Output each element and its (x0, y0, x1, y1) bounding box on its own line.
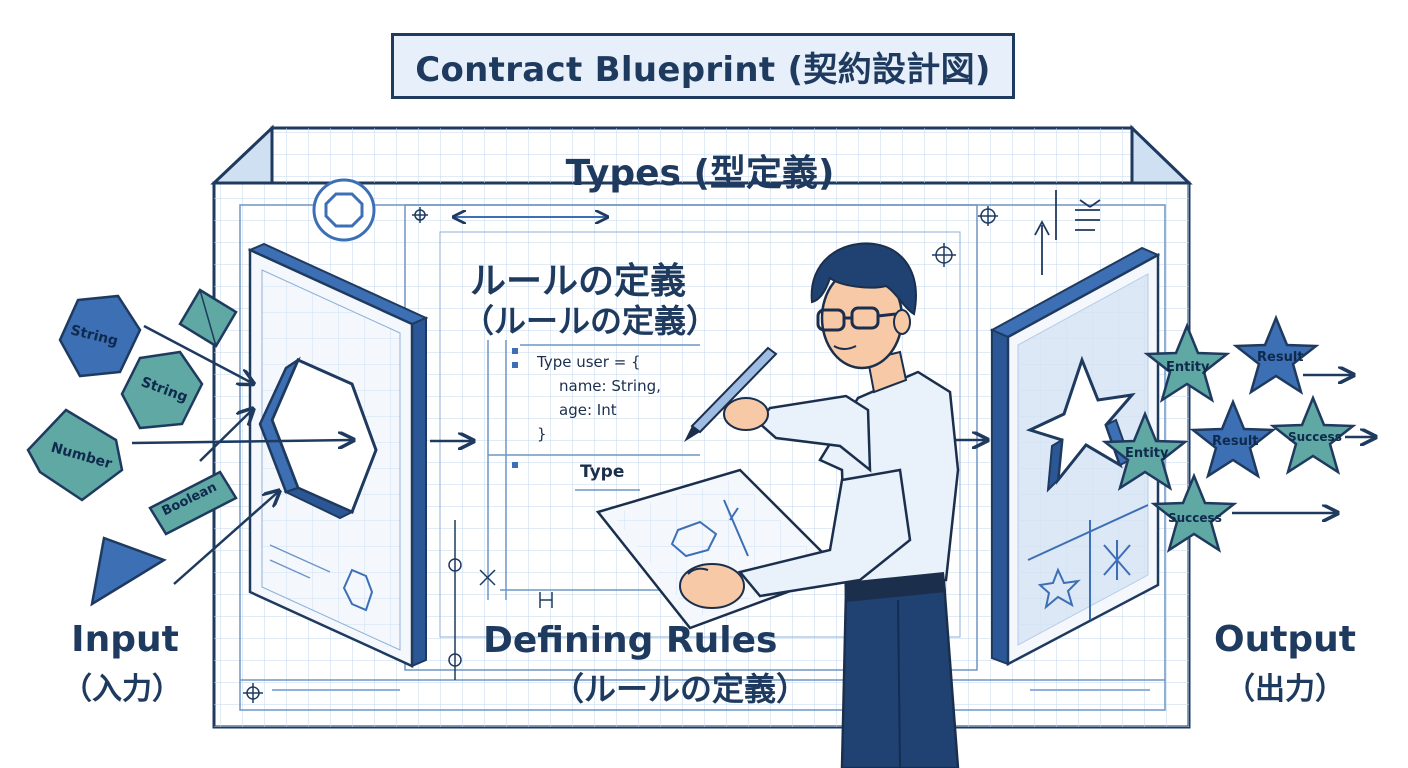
result-star-1 (1232, 314, 1320, 395)
octagon-badge-icon (312, 178, 376, 242)
string-hexagon-2 (120, 350, 204, 430)
output-label-jp: （出力） (1225, 672, 1345, 707)
input-arrows (131, 324, 986, 585)
star-label-entity-1: Entity (1166, 360, 1210, 375)
output-arrows (1232, 375, 1374, 513)
success-star-1 (1269, 394, 1357, 475)
entity-star-1 (1143, 322, 1231, 403)
type-tag: Type (580, 462, 625, 482)
blue-triangle (90, 536, 167, 607)
input-label: Input (71, 619, 179, 660)
input-shapes (26, 288, 238, 607)
code-line-1: Type user = { (537, 353, 641, 371)
result-star-2 (1189, 398, 1277, 479)
string-hexagon-1 (58, 294, 142, 378)
code-line-2: name: String, (559, 377, 661, 395)
star-label-result-2: Result (1212, 434, 1259, 449)
defining-rules-label: Defining Rules (483, 620, 778, 661)
entity-star-2 (1101, 410, 1189, 491)
rules-heading: ルールの定義 (470, 261, 687, 302)
engineer-figure (595, 242, 960, 768)
output-stars (1101, 314, 1357, 553)
success-star-2 (1150, 472, 1238, 553)
star-label-success-2: Success (1168, 511, 1222, 525)
star-label-entity-2: Entity (1125, 446, 1169, 461)
star-label-success-1: Success (1288, 430, 1342, 444)
code-line-4: } (537, 425, 547, 443)
input-panel (247, 242, 429, 668)
star-label-result-1: Result (1257, 350, 1304, 365)
output-panel (989, 246, 1161, 667)
code-block: Type user = { name: String, age: Int } (537, 350, 661, 446)
code-line-3: age: Int (559, 401, 617, 419)
number-block (26, 408, 124, 502)
page-title: Contract Blueprint (契約設計図) (391, 33, 1015, 99)
input-label-jp: （入力） (62, 672, 182, 707)
rules-heading-paren: （ルールの定義） (462, 302, 719, 340)
defining-rules-jp-label: （ルールの定義） (552, 670, 809, 708)
types-heading: Types (型定義) (565, 153, 835, 194)
output-label: Output (1213, 619, 1357, 660)
boolean-block (148, 470, 238, 536)
